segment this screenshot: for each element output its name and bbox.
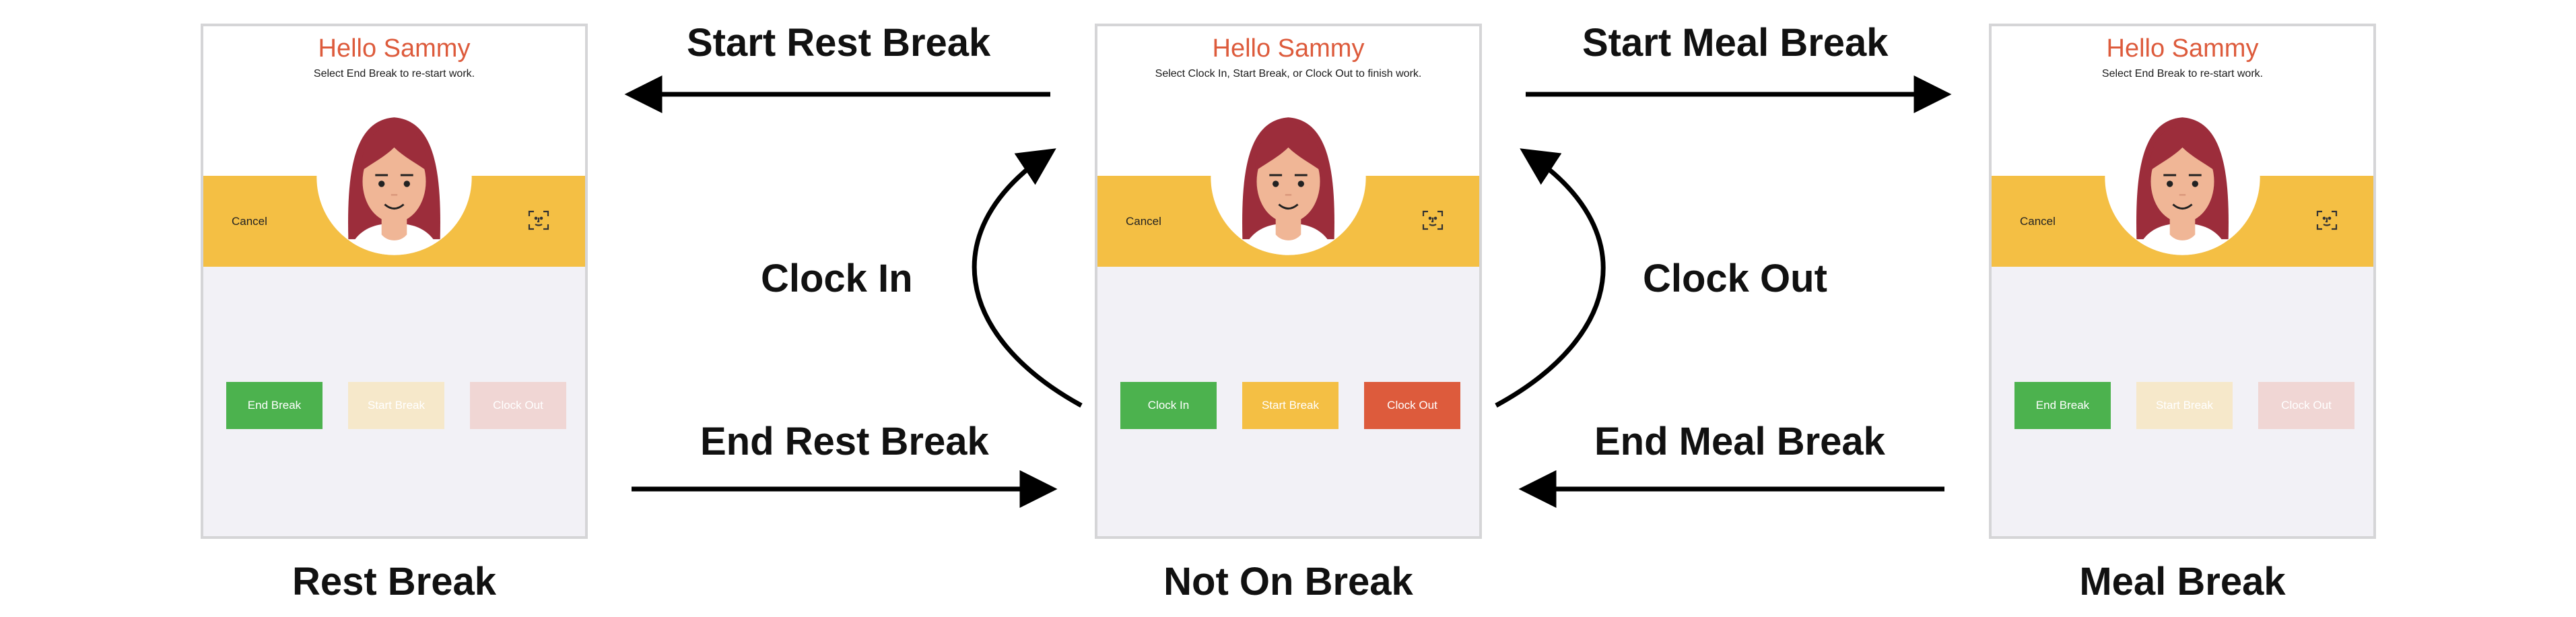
avatar-icon [1211, 100, 1366, 255]
label-clock-in: Clock In [761, 257, 913, 300]
screen-rest-break: Hello Sammy Select End Break to re-start… [201, 24, 588, 539]
label-end-meal-break: End Meal Break [1594, 420, 1885, 463]
greeting: Hello Sammy [2106, 34, 2259, 63]
cancel-link[interactable]: Cancel [2020, 215, 2056, 228]
face-scan-icon[interactable] [528, 209, 549, 231]
label-start-rest-break: Start Rest Break [687, 21, 991, 65]
start-break-button[interactable]: Start Break [2136, 382, 2233, 429]
clock-in-button[interactable]: Clock In [1120, 382, 1217, 429]
clock-out-button[interactable]: Clock Out [470, 382, 566, 429]
screen-meal-break: Hello Sammy Select End Break to re-start… [1989, 24, 2376, 539]
clock-out-button[interactable]: Clock Out [1364, 382, 1460, 429]
instruction: Select End Break to re-start work. [2101, 68, 2264, 79]
arrow-clock-in [972, 148, 1083, 408]
start-break-button[interactable]: Start Break [1242, 382, 1338, 429]
instruction: Select End Break to re-start work. [313, 68, 475, 79]
state-label-rest-break: Rest Break [292, 560, 497, 604]
greeting: Hello Sammy [1212, 34, 1365, 63]
state-label-meal-break: Meal Break [2079, 560, 2286, 604]
end-break-button[interactable]: End Break [226, 382, 323, 429]
start-break-button[interactable]: Start Break [348, 382, 444, 429]
face-scan-icon[interactable] [1422, 209, 1444, 231]
clock-out-button[interactable]: Clock Out [2258, 382, 2354, 429]
greeting: Hello Sammy [318, 34, 471, 63]
screen-not-on-break: Hello Sammy Select Clock In, Start Break… [1095, 24, 1482, 539]
instruction: Select Clock In, Start Break, or Clock O… [1155, 68, 1422, 79]
cancel-link[interactable]: Cancel [232, 215, 267, 228]
cancel-link[interactable]: Cancel [1126, 215, 1161, 228]
end-break-button[interactable]: End Break [2014, 382, 2111, 429]
arrow-clock-out [1495, 148, 1606, 408]
label-start-meal-break: Start Meal Break [1582, 21, 1889, 65]
label-clock-out: Clock Out [1643, 257, 1827, 300]
avatar-icon [2105, 100, 2260, 255]
label-end-rest-break: End Rest Break [700, 420, 989, 463]
face-scan-icon[interactable] [2316, 209, 2338, 231]
state-label-not-on-break: Not On Break [1163, 560, 1413, 604]
avatar-icon [316, 100, 472, 255]
